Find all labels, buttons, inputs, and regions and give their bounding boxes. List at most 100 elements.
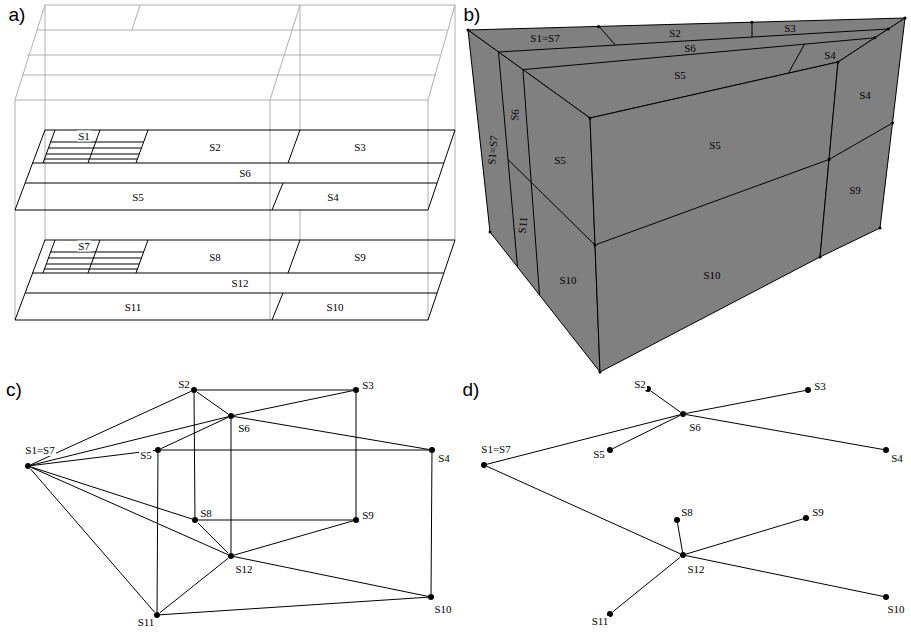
solid-block: [468, 18, 905, 372]
graph-vertex: S12: [680, 552, 686, 558]
graph-vertex: S8: [192, 517, 198, 523]
part-label: S10: [702, 270, 721, 281]
graph-edge: [487, 415, 680, 464]
graph-vertex: S10: [428, 594, 434, 600]
panel-letter: d): [462, 380, 481, 399]
graph-edge: [686, 415, 883, 450]
graph-edge: [31, 467, 228, 554]
graph-edge: [613, 557, 680, 611]
part-label: S5: [673, 70, 687, 81]
vertex-label: S8: [199, 508, 213, 519]
part-label: S10: [325, 302, 344, 313]
graph-vertex: S6: [680, 411, 686, 417]
graph-vertex: S2: [191, 387, 197, 393]
graph-edge: [234, 521, 353, 555]
vertex-label: S4: [437, 453, 451, 464]
graph-vertex: S4: [883, 447, 889, 453]
graph-edge: [686, 519, 803, 554]
part-label: S9: [848, 185, 862, 196]
graph-edge: [198, 523, 228, 553]
vertex-label: S2: [177, 379, 191, 390]
vertex-label: S3: [813, 381, 827, 392]
part-label: S7: [77, 241, 91, 252]
graph-vertex: S11: [607, 611, 613, 617]
building-wireframe: [15, 5, 455, 320]
panel-letter: b): [463, 5, 482, 24]
part-label: S5: [553, 155, 567, 166]
part-label: S4: [858, 90, 872, 101]
part-label: S5: [708, 140, 722, 151]
graph-vertex: S8: [674, 517, 680, 523]
vertex-label: S6: [237, 423, 251, 434]
vertex-label: S5: [592, 449, 606, 460]
vertex-label: S10: [886, 604, 905, 615]
graph-edge: [651, 391, 680, 412]
graph-edge: [234, 557, 428, 597]
graph-vertex: S10: [883, 594, 889, 600]
graph-vertex: S2: [645, 386, 651, 392]
part-label: S12: [230, 278, 249, 289]
vertex-label: S11: [137, 617, 156, 628]
graph-vertex: S3: [805, 387, 811, 393]
graph-vertex: S9: [353, 517, 359, 523]
graph-edge: [31, 417, 228, 466]
graph-edge: [686, 556, 883, 597]
part-label: S10: [558, 275, 577, 286]
graph-vertex: S12: [228, 553, 234, 559]
panel-letter: a): [8, 5, 27, 24]
graph-edge: [160, 558, 228, 612]
graph-edge: [431, 453, 433, 594]
graph-vertex: S11: [154, 612, 160, 618]
vertex-label: S3: [361, 380, 375, 391]
floor-slab: [15, 130, 455, 210]
graph-edge: [160, 597, 428, 615]
graph-vertex: S6: [228, 413, 234, 419]
graph-edge: [613, 415, 680, 448]
vertex-label: S2: [633, 379, 647, 390]
part-label: S1=S7: [529, 33, 560, 44]
panel-letter: c): [5, 380, 23, 399]
graph-vertex: S9: [803, 515, 809, 521]
graph-edge: [686, 391, 805, 414]
part-label: S2: [668, 28, 682, 39]
part-label: S6: [509, 108, 521, 123]
graph-edge: [198, 520, 353, 521]
graph-edge: [487, 466, 680, 553]
vertex-label: S11: [591, 616, 610, 627]
graph-edge: [157, 453, 159, 612]
vertex-label: S12: [234, 564, 253, 575]
vertex-label: S9: [361, 510, 375, 521]
vertex-label: S8: [680, 507, 694, 518]
vertex-label: S1=S7: [24, 445, 55, 456]
vertex-label: S6: [688, 422, 702, 433]
part-label: S4: [326, 192, 340, 203]
part-label: S3: [353, 142, 367, 153]
graph-vertex: S1=S7: [481, 462, 487, 468]
vertex-label: S4: [890, 453, 904, 464]
part-label: S6: [238, 168, 252, 179]
graph-edge: [231, 419, 232, 553]
part-label: S8: [208, 252, 222, 263]
vertex-label: S10: [433, 604, 452, 615]
graph-vertex: S4: [429, 447, 435, 453]
part-label: S1=S7: [486, 134, 500, 166]
vertex-dot: [467, 17, 907, 374]
graph-edge: [678, 523, 683, 552]
graph-vertex: S5: [155, 447, 161, 453]
vertex-label: S5: [139, 450, 153, 461]
part-label: S6: [683, 43, 697, 54]
part-label: S3: [783, 23, 797, 34]
graph-edge: [31, 467, 192, 519]
part-label: S1: [77, 131, 91, 142]
part-label: S11: [124, 302, 143, 313]
graph-vertex: S1=S7: [25, 463, 31, 469]
vertex-label: S12: [686, 564, 705, 575]
graph-edge: [31, 469, 155, 612]
graph-vertex: S3: [353, 387, 359, 393]
graph-edge: [197, 390, 353, 391]
floor-slab: [15, 240, 455, 320]
graph-edge: [197, 392, 228, 414]
part-label: S2: [208, 142, 222, 153]
